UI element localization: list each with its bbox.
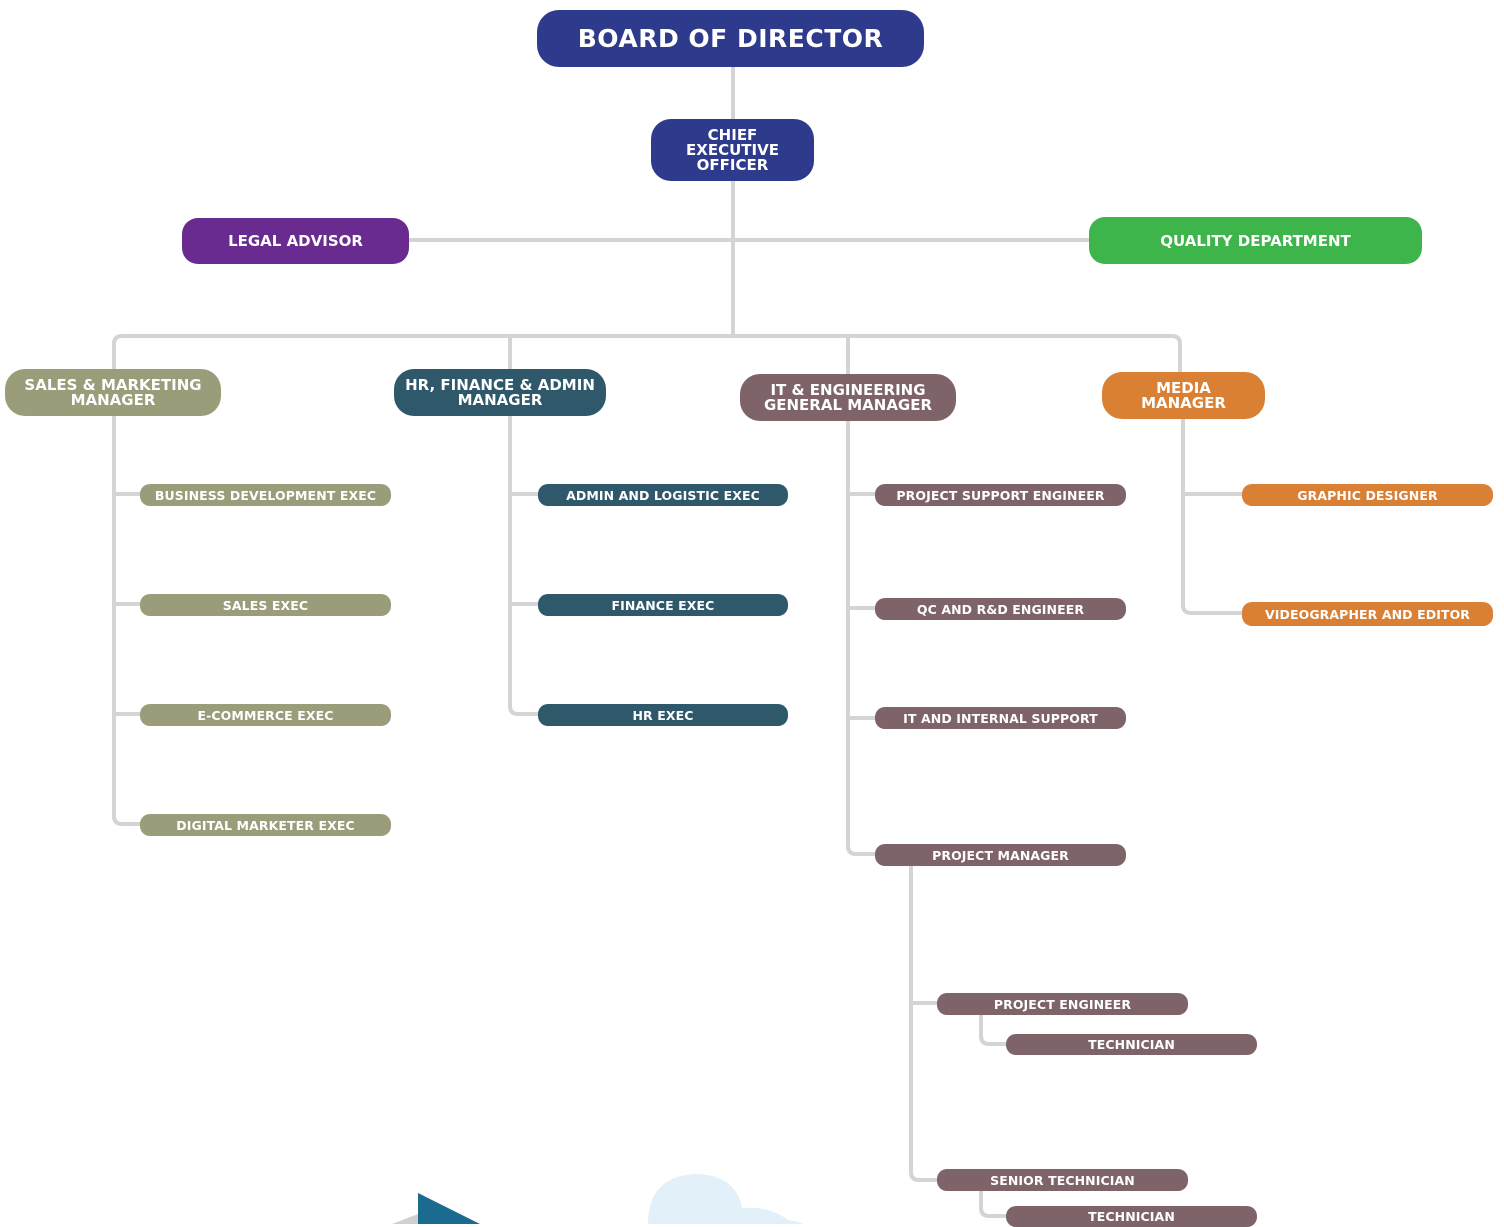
admin-logistic-exec-node: ADMIN AND LOGISTIC EXEC	[538, 484, 788, 506]
connector-dept-bus	[112, 334, 1182, 374]
project-support-engineer-node: PROJECT SUPPORT ENGINEER	[875, 484, 1126, 506]
hr-exec-node: HR EXEC	[538, 704, 788, 726]
digital-marketer-exec-node: DIGITAL MARKETER EXEC	[140, 814, 391, 836]
videographer-editor-node: VIDEOGRAPHER AND EDITOR	[1242, 602, 1493, 626]
connector-media-spine	[1181, 416, 1246, 615]
media-manager-node: MEDIA MANAGER	[1102, 372, 1265, 419]
it-engineering-general-manager-node: IT & ENGINEERING GENERAL MANAGER	[740, 374, 956, 421]
qc-rd-engineer-node: QC AND R&D ENGINEER	[875, 598, 1126, 620]
decor-blue-triangle	[418, 1193, 480, 1224]
board-of-director-node: BOARD OF DIRECTOR	[537, 10, 924, 67]
e-commerce-exec-node: E-COMMERCE EXEC	[140, 704, 391, 726]
connector-pe-tech	[979, 1011, 1010, 1046]
connector-pm-spine	[909, 862, 942, 1182]
decor-cloud-shape	[648, 1174, 804, 1224]
connector-it-spine	[846, 419, 880, 856]
connector-hr-spine	[508, 414, 542, 716]
ceo-node: CHIEF EXECUTIVE OFFICER	[651, 119, 814, 181]
finance-exec-node: FINANCE EXEC	[538, 594, 788, 616]
connector-sales-spine	[112, 414, 144, 826]
it-internal-support-node: IT AND INTERNAL SUPPORT	[875, 707, 1126, 729]
hr-finance-admin-manager-node: HR, FINANCE & ADMIN MANAGER	[394, 369, 606, 416]
quality-department-node: QUALITY DEPARTMENT	[1089, 217, 1422, 264]
sales-marketing-manager-node: SALES & MARKETING MANAGER	[5, 369, 221, 416]
project-manager-node: PROJECT MANAGER	[875, 844, 1126, 866]
senior-technician-node: SENIOR TECHNICIAN	[937, 1169, 1188, 1191]
sales-exec-node: SALES EXEC	[140, 594, 391, 616]
connector-st-tech	[979, 1188, 1010, 1218]
legal-advisor-node: LEGAL ADVISOR	[182, 218, 409, 264]
project-engineer-node: PROJECT ENGINEER	[937, 993, 1188, 1015]
graphic-designer-node: GRAPHIC DESIGNER	[1242, 484, 1493, 506]
technician-node: TECHNICIAN	[1006, 1206, 1257, 1227]
business-development-exec-node: BUSINESS DEVELOPMENT EXEC	[140, 484, 391, 506]
technician-node: TECHNICIAN	[1006, 1034, 1257, 1055]
